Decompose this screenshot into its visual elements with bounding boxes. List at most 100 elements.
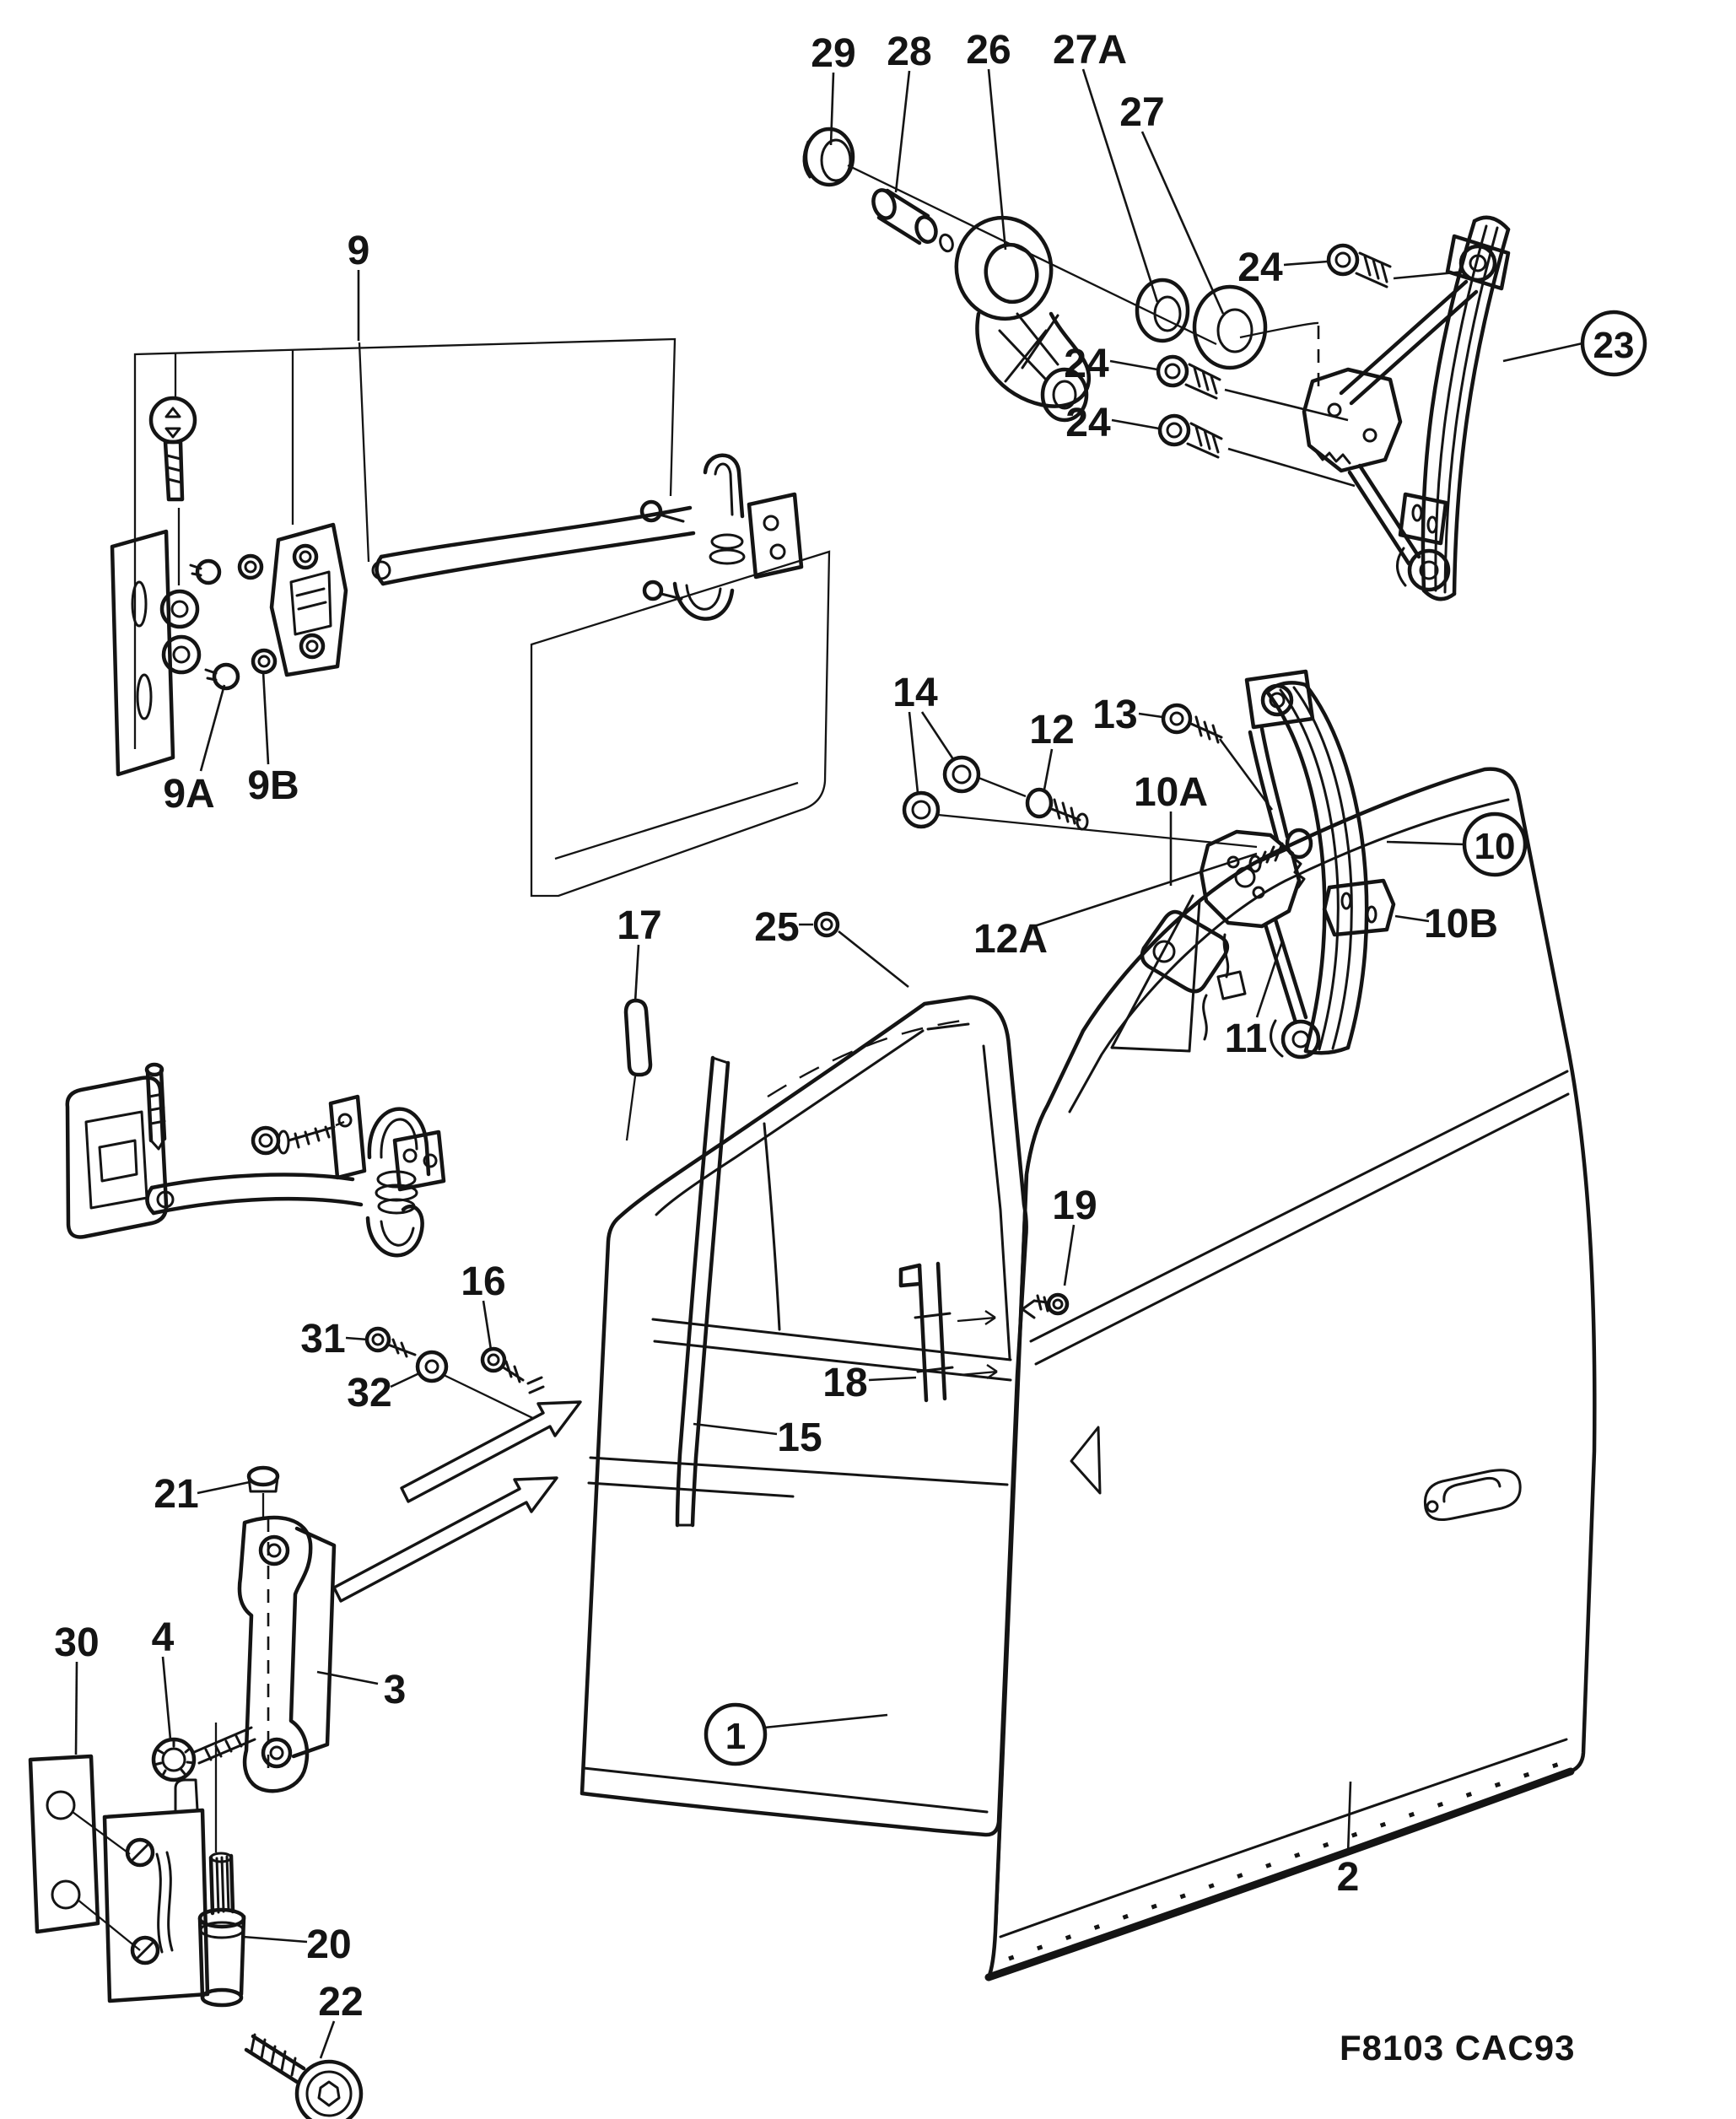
path-shape bbox=[1279, 686, 1353, 1051]
leader-line bbox=[763, 1713, 888, 1729]
torx-screw-22 bbox=[244, 2033, 364, 2119]
circle-shape bbox=[371, 560, 391, 580]
path-shape bbox=[1189, 715, 1223, 744]
circle-shape bbox=[371, 1333, 385, 1346]
door-check-strap bbox=[65, 1062, 446, 1258]
path-shape bbox=[317, 2080, 341, 2107]
callout-label: 29 bbox=[811, 31, 855, 76]
callout-label: 9B bbox=[247, 763, 299, 808]
path-shape bbox=[151, 1196, 364, 1216]
path-shape bbox=[914, 1312, 954, 1373]
ellipse-shape bbox=[200, 1987, 244, 2008]
circle-shape bbox=[769, 543, 786, 560]
leader-line bbox=[161, 1656, 172, 1740]
upper-hinge-assembly bbox=[28, 1465, 337, 1951]
vent-window-division bbox=[1110, 894, 1201, 1053]
ellipse-shape bbox=[914, 215, 938, 244]
callout-25-20: 25 bbox=[754, 905, 909, 989]
path-shape bbox=[365, 1204, 424, 1258]
path-shape bbox=[655, 1029, 925, 1216]
path-shape bbox=[623, 998, 653, 1077]
callout-27A-3: 27A bbox=[1053, 28, 1159, 303]
callout-label: 10A bbox=[1134, 770, 1208, 815]
circle-shape bbox=[942, 755, 981, 794]
circle-shape bbox=[51, 1879, 81, 1910]
leader-line bbox=[987, 68, 1007, 251]
pointer-arrow-upper bbox=[400, 1400, 582, 1503]
ellipse-shape bbox=[1426, 515, 1438, 534]
path-shape bbox=[174, 1778, 199, 1814]
circle-shape bbox=[1157, 413, 1191, 447]
circle-shape bbox=[195, 558, 222, 585]
lock-bracket-18 bbox=[898, 1261, 998, 1403]
callout-4-31: 4 bbox=[152, 1615, 175, 1740]
path-shape bbox=[685, 584, 722, 611]
callout-1-34: 1 bbox=[704, 1702, 888, 1766]
leader-line bbox=[1224, 388, 1349, 422]
hinge-pin-20 bbox=[197, 1852, 246, 2008]
drawing-code: F8103 CAC93 bbox=[1340, 2028, 1575, 2068]
leader-line bbox=[1081, 68, 1159, 303]
path-shape bbox=[204, 668, 218, 682]
path-shape bbox=[375, 554, 385, 586]
glass-run-channel-15 bbox=[675, 1055, 731, 1528]
callout-26-2: 26 bbox=[966, 28, 1011, 251]
callout-13-14: 13 bbox=[1092, 693, 1274, 811]
callout-label: 9 bbox=[348, 229, 370, 273]
front-edge-fasteners bbox=[332, 1326, 582, 1603]
callout-32-27: 32 bbox=[347, 1371, 420, 1415]
circle-shape bbox=[1161, 703, 1193, 735]
regulator-sector-plate bbox=[1302, 367, 1403, 473]
ellipse-shape bbox=[1153, 295, 1182, 332]
callout-label: 19 bbox=[1052, 1184, 1097, 1228]
rail-clamp-10b bbox=[1322, 878, 1396, 937]
circle-shape bbox=[299, 633, 326, 660]
path-shape bbox=[1264, 689, 1327, 1054]
callout-label: 12A bbox=[973, 917, 1048, 962]
path-shape bbox=[110, 529, 175, 777]
circle-shape bbox=[244, 560, 257, 574]
leader-line bbox=[1386, 840, 1465, 846]
path-shape bbox=[164, 407, 181, 439]
path-shape bbox=[898, 1263, 922, 1288]
hinge-mounting-plate bbox=[110, 529, 175, 777]
callout-label: 9A bbox=[163, 772, 214, 817]
leader-line bbox=[1140, 131, 1225, 315]
circle-shape bbox=[1166, 422, 1183, 439]
leader-line bbox=[1063, 1224, 1076, 1286]
hinge-body-3 bbox=[237, 1515, 313, 1793]
motor-mount-plate-10a bbox=[1199, 829, 1302, 929]
path-shape bbox=[145, 1185, 156, 1216]
circle-shape bbox=[639, 499, 663, 523]
bolt-and-nut-upper bbox=[189, 553, 264, 585]
path-shape bbox=[289, 570, 332, 636]
screw-19 bbox=[1021, 1292, 1070, 1319]
ellipse-shape bbox=[1285, 828, 1313, 860]
grommet-25 bbox=[813, 911, 840, 938]
circle-shape bbox=[763, 515, 779, 531]
path-shape bbox=[1270, 1019, 1284, 1058]
circle-shape bbox=[292, 543, 319, 570]
circle-shape bbox=[1407, 548, 1451, 592]
path-shape bbox=[208, 1853, 235, 1916]
callout-label: 4 bbox=[152, 1615, 175, 1660]
leader-line bbox=[1394, 914, 1430, 923]
path-shape bbox=[328, 1094, 367, 1180]
circle-shape bbox=[1164, 363, 1181, 380]
front-panel-mark bbox=[1070, 1426, 1102, 1495]
line-shape bbox=[130, 1842, 150, 1863]
leader-line bbox=[1043, 748, 1054, 790]
ellipse-shape bbox=[1040, 367, 1089, 423]
circle-shape bbox=[299, 550, 312, 563]
callout-22-33: 22 bbox=[318, 1980, 364, 2059]
circle-shape bbox=[170, 600, 189, 618]
leader-line bbox=[316, 1670, 379, 1685]
regulator-rail-clamp bbox=[1398, 492, 1448, 546]
path-shape bbox=[876, 188, 930, 245]
circle-shape bbox=[820, 918, 833, 931]
callout-15-24: 15 bbox=[693, 1415, 822, 1460]
circle-shape bbox=[1334, 251, 1351, 268]
path-shape bbox=[587, 1456, 1009, 1498]
leader-line bbox=[345, 1336, 369, 1341]
